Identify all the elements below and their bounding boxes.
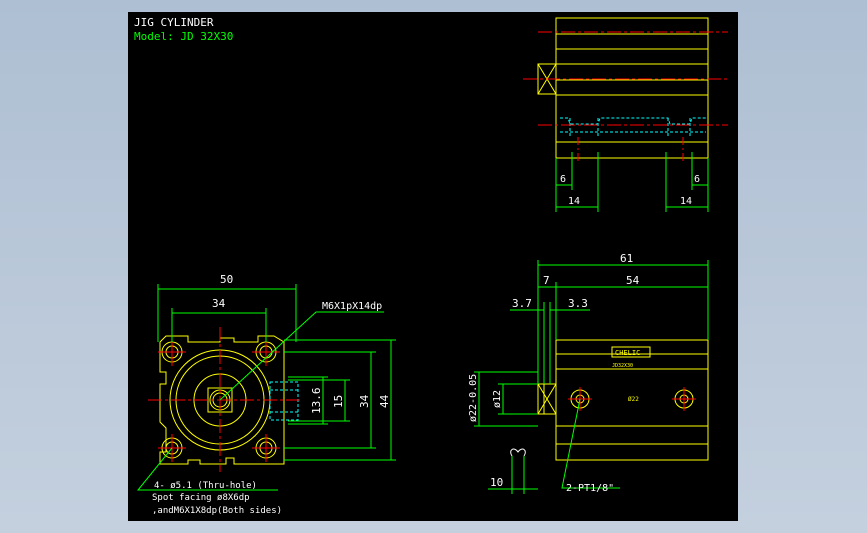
dim-side-3-3: 3.3 xyxy=(568,297,588,310)
dim-front-34: 34 xyxy=(212,297,226,310)
label-plate xyxy=(611,346,651,358)
dim-side-61: 61 xyxy=(620,252,633,265)
side-slot-hidden xyxy=(269,381,299,421)
dim-side-rod: ø12 xyxy=(492,390,503,408)
dim-top-left-14: 14 xyxy=(568,196,580,207)
dim-front-34v: 34 xyxy=(358,394,371,408)
drawing-canvas[interactable]: JIG CYLINDER Model: JD 32X30 xyxy=(128,12,738,521)
title-line1: JIG CYLINDER xyxy=(134,16,214,29)
leader-tap-label: M6X1pX14dp xyxy=(322,301,382,312)
dim-side-7: 7 xyxy=(543,274,550,287)
title-line2: Model: JD 32X30 xyxy=(134,30,233,43)
front-view: 50 34 M6X1pX14dp 13.6 15 34 44 4- ø5.1 (… xyxy=(136,273,396,516)
dim-front-44: 44 xyxy=(378,394,391,408)
dim-top-right-14: 14 xyxy=(680,196,692,207)
dim-side-3-7: 3.7 xyxy=(512,297,532,310)
dim-front-50: 50 xyxy=(220,273,233,286)
dim-front-15: 15 xyxy=(332,395,345,408)
dim-top-right-6: 6 xyxy=(694,174,700,185)
hidden-slot xyxy=(560,117,706,125)
side-small-mark: Ø22 xyxy=(628,396,639,403)
dim-front-13-6: 13.6 xyxy=(310,388,323,415)
dim-side-10: 10 xyxy=(490,476,503,489)
label-model: JD32X30 xyxy=(612,363,633,369)
port-label: 2-PT1/8" xyxy=(566,483,614,494)
side-dimensions xyxy=(474,260,709,494)
cad-drawing: JIG CYLINDER Model: JD 32X30 xyxy=(134,16,728,516)
note-spot-facing: Spot facing ø8X6dp xyxy=(152,493,250,503)
side-rod-end xyxy=(537,383,557,415)
top-view-body xyxy=(555,17,709,159)
note-tap-both: ,andM6X1X8dp(Both sides) xyxy=(152,506,282,516)
top-view: 6 14 6 14 xyxy=(523,17,728,212)
dim-top-left-6: 6 xyxy=(560,174,566,185)
front-dimensions xyxy=(136,284,396,491)
dim-side-54: 54 xyxy=(626,274,640,287)
side-view: Ø22 CHELIC JD32X30 xyxy=(468,252,709,494)
top-dimensions xyxy=(555,152,709,212)
label-brand: CHELIC xyxy=(615,349,640,357)
side-rod-cross xyxy=(537,383,557,415)
note-holes: 4- ø5.1 (Thru-hole) xyxy=(154,481,257,491)
dim-side-bore: ø22-0.05 xyxy=(468,374,479,422)
rod-tip-symbol xyxy=(510,448,526,457)
